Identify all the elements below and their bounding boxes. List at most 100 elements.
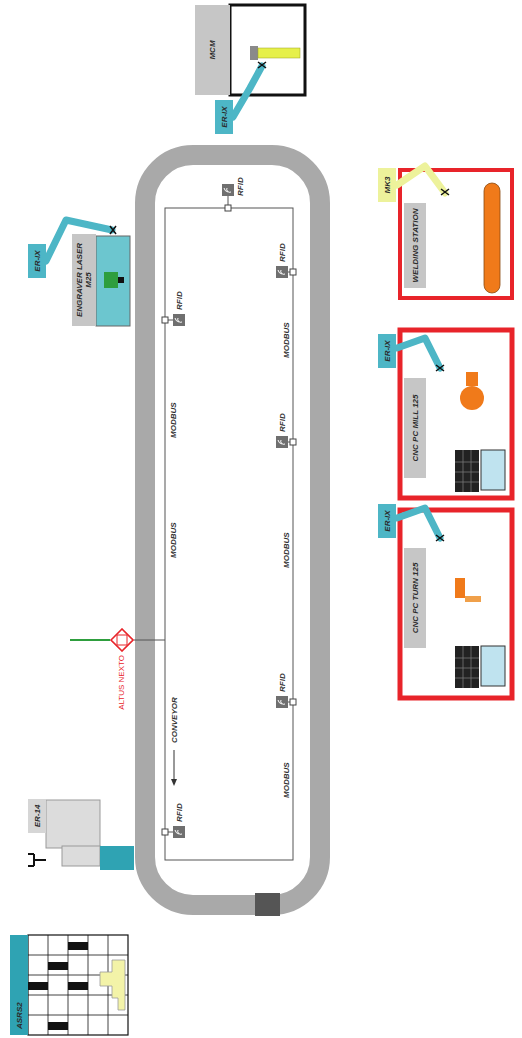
lathe-workpiece (465, 596, 481, 602)
bus-label: MODBUS (282, 762, 291, 798)
rfid-reader (276, 436, 296, 448)
node-text: ER-IX (383, 340, 392, 361)
node-text: WELDING STATION (411, 209, 420, 283)
keypad-grid (455, 450, 479, 492)
rfid-tap (162, 317, 168, 323)
gripper (436, 365, 444, 371)
gripper (436, 535, 444, 541)
stored-pallet (48, 1022, 68, 1030)
storage-rack (28, 935, 128, 1035)
robot-base: ER-IX (28, 244, 46, 278)
spindle (250, 46, 258, 60)
rfid-icon (276, 266, 288, 278)
machine-enclosure (230, 5, 305, 95)
welding-cell (400, 170, 512, 298)
node-text: ER-IX (220, 106, 229, 127)
robot-base: ER-IX (378, 504, 396, 538)
robot-column (46, 800, 100, 848)
rfid-reader (162, 826, 185, 838)
reader-label: RFID (278, 243, 287, 262)
stored-pallet (28, 982, 48, 990)
stored-pallet (68, 982, 88, 990)
rfid-waves (278, 270, 285, 274)
reader-label: RFID (278, 673, 287, 692)
robot-forearm (62, 846, 100, 866)
stacker-crane (100, 960, 125, 1010)
node-text: ER-IX (383, 510, 392, 531)
welding-torch (441, 189, 449, 195)
plc-inner-mark (117, 635, 127, 645)
node-text: ER-14 (33, 805, 42, 828)
flow-label: CONVEYOR (170, 697, 179, 743)
node-text: ASRS2 (15, 1002, 24, 1029)
machine-box: ENGRAVER LASER M25 (72, 234, 96, 326)
rfid-icon (173, 314, 185, 326)
conveyor-belt (145, 155, 320, 905)
stored-pallet (48, 962, 68, 970)
robot-base: MK3 (378, 168, 396, 202)
rfid-waves (278, 700, 285, 704)
gripper (110, 226, 116, 234)
welding-table (484, 183, 500, 293)
rfid-reader (162, 314, 185, 326)
keypad-grid (455, 646, 479, 688)
rfid-tap (290, 269, 296, 275)
laser-head (118, 277, 124, 283)
robot-base: ER-IX (215, 100, 233, 134)
robot-arm (397, 508, 440, 538)
modbus-wire (134, 640, 165, 641)
robot-arm (397, 166, 445, 193)
node-text: MK3 (383, 177, 392, 194)
diamond-outline (110, 628, 134, 652)
laser-bed (96, 236, 130, 326)
rfid-icon (276, 696, 288, 708)
node-text: ENGRAVER LASER M25 (75, 237, 93, 323)
machine-box: MCM (195, 5, 230, 95)
node-text: MCM (208, 40, 217, 59)
reader-label: RFID (278, 413, 287, 432)
bus-label: MODBUS (169, 522, 178, 558)
rfid-tap (290, 699, 296, 705)
rfid-waves (278, 440, 285, 444)
rfid-tap (290, 439, 296, 445)
reader-label: RFID (175, 291, 184, 310)
bus-label: MODBUS (169, 402, 178, 438)
control-screen (481, 450, 505, 490)
node-text: ER-IX (33, 250, 42, 271)
gripper (28, 854, 46, 866)
storage-header: ASRS2 (10, 935, 28, 1035)
rfid-waves (224, 188, 231, 192)
robot-tool (100, 846, 134, 870)
rfid-reader (276, 266, 296, 278)
gripper (258, 62, 266, 68)
rfid-icon (222, 184, 234, 196)
arrow-head (171, 779, 177, 786)
control-screen (481, 646, 505, 686)
plc-diamond: ALTUS NEXTO (110, 628, 134, 652)
rfid-icon (173, 826, 185, 838)
mill-spindle (466, 372, 478, 386)
lathe-chuck (455, 578, 465, 598)
conveyor-stopper (255, 893, 280, 916)
direction-arrow (174, 750, 175, 780)
robot-base: ER-IX (378, 334, 396, 368)
keypad (455, 646, 479, 688)
rfid-reader (222, 184, 234, 211)
node-text: CNC PC TURN 125 (411, 563, 420, 634)
node-text: CNC PC MILL 125 (411, 395, 420, 462)
station-box: WELDING STATION (404, 203, 426, 288)
bus-label: MODBUS (282, 322, 291, 358)
rfid-waves (175, 830, 182, 834)
reader-label: RFID (236, 177, 245, 196)
robot-arm (233, 66, 262, 117)
machine-box: CNC PC TURN 125 (404, 548, 426, 648)
bus-label: MODBUS (282, 532, 291, 568)
rfid-waves (175, 318, 182, 322)
cnc-enclosure (400, 330, 512, 498)
modbus-network (165, 208, 293, 860)
plc-label: ALTUS NEXTO (117, 655, 126, 710)
rfid-tap (225, 205, 231, 211)
rfid-reader (276, 696, 296, 708)
